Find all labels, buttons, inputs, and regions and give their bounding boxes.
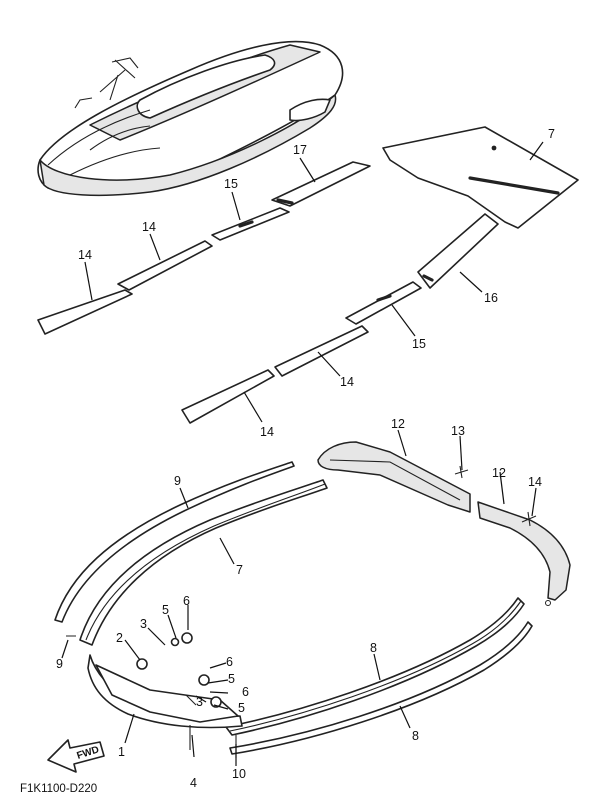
mat-piece-14-upper-left [37,289,133,335]
diagram-code: F1K1100-D220 [20,783,97,795]
callout-2: 2 [116,631,123,645]
rear-deck-mat [382,126,579,229]
rivet-12-a [454,465,469,479]
bumper-11 [317,441,471,513]
callout-1: 1 [118,745,125,759]
bumper-10 [477,501,571,601]
callout-7-lower: 8 [370,641,377,655]
callout-6-mid: 6 [226,655,233,669]
watercraft-illustration [37,40,344,197]
callout-3-lower: 3 [196,695,203,709]
callout-9-right: 10 [232,767,246,781]
callout-14-c: 14 [340,375,354,389]
mat-piece-17 [271,161,371,207]
callout-5-low: 5 [238,701,245,715]
callout-labels: 7 17 15 14 14 16 15 14 14 12 13 12 14 9 … [56,127,555,790]
callout-14-d: 14 [260,425,274,439]
callout-11: 12 [391,417,405,431]
guard-7-upper [79,479,328,646]
callout-6-upper: 6 [183,594,190,608]
mat-piece-14-lower-left [181,369,275,424]
rail-group [54,441,571,758]
guard-7-lower [225,597,525,736]
callout-5-mid: 5 [228,672,235,686]
callout-10: 12 [492,466,506,480]
rivet-12-b [521,511,537,527]
callout-8-lower: 8 [412,729,419,743]
callout-14-b: 14 [78,248,92,262]
callout-7-upper: 7 [236,563,243,577]
mat-piece-16 [417,213,499,289]
rail-strip-8-upper [54,461,295,623]
callout-17: 17 [293,143,307,157]
callout-15-lower: 15 [412,337,426,351]
callout-13: 7 [548,127,555,141]
callout-8-upper: 9 [174,474,181,488]
callout-6-low: 6 [242,685,249,699]
callout-9-left: 9 [56,657,63,671]
callout-5-upper: 5 [162,603,169,617]
callout-3-upper: 3 [140,617,147,631]
callout-15-upper: 15 [224,177,238,191]
mat-piece-14-lower-right [274,325,369,377]
mat-piece-14-upper-right [117,240,213,291]
callout-16: 16 [484,291,498,305]
rail-strip-8-lower [229,621,533,755]
callout-12-a: 13 [451,424,465,438]
leader-lines [61,141,544,766]
callout-12-b: 14 [528,475,542,489]
callout-14-a: 14 [142,220,156,234]
deck-mat-group [37,126,579,424]
callout-4: 4 [190,776,197,790]
mat-piece-15-lower [345,281,422,325]
fwd-arrow: FWD [47,739,105,773]
